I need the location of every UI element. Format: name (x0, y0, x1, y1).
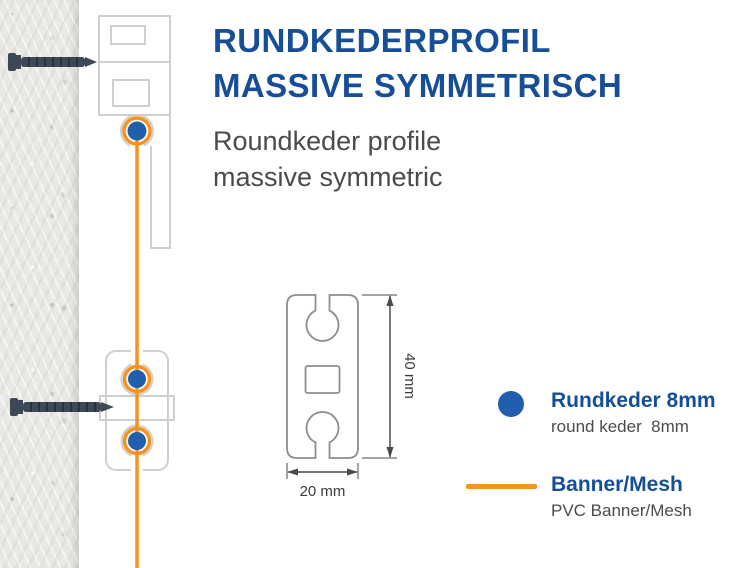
screw-anchor-bottom-icon (10, 398, 114, 416)
screw-anchor-top-icon (8, 53, 97, 71)
height-dimension-label: 40 mm (401, 353, 418, 399)
keder-circles (127, 121, 147, 450)
page-subtitle-line1: Roundkeder profile (213, 126, 442, 156)
legend-keder-sublabel: round keder 8mm (551, 417, 689, 436)
legend-banner-label: Banner/Mesh (551, 473, 683, 496)
banner-wrap-rings (122, 116, 152, 456)
concrete-wall (0, 0, 79, 568)
page-subtitle-line2: massive symmetric (213, 162, 443, 192)
subtitle-block: Roundkeder profile massive symmetric (213, 123, 622, 195)
banner-line-icon (466, 484, 537, 489)
dimension-height: 40 mm (362, 294, 418, 459)
dimension-width: 20 mm (286, 463, 359, 500)
page-title-line2: MASSIVE SYMMETRISCH (213, 67, 623, 104)
page-title-line1: RUNDKEDERPROFIL (213, 22, 551, 59)
legend-banner-sublabel: PVC Banner/Mesh (551, 501, 692, 520)
width-dimension-label: 20 mm (300, 483, 346, 500)
title-block: RUNDKEDERPROFIL MASSIVE SYMMETRISCH Roun… (213, 18, 622, 195)
cross-section-drawing (286, 294, 359, 459)
legend-keder-label: Rundkeder 8mm (551, 389, 716, 412)
keder-dot-icon (498, 391, 524, 417)
